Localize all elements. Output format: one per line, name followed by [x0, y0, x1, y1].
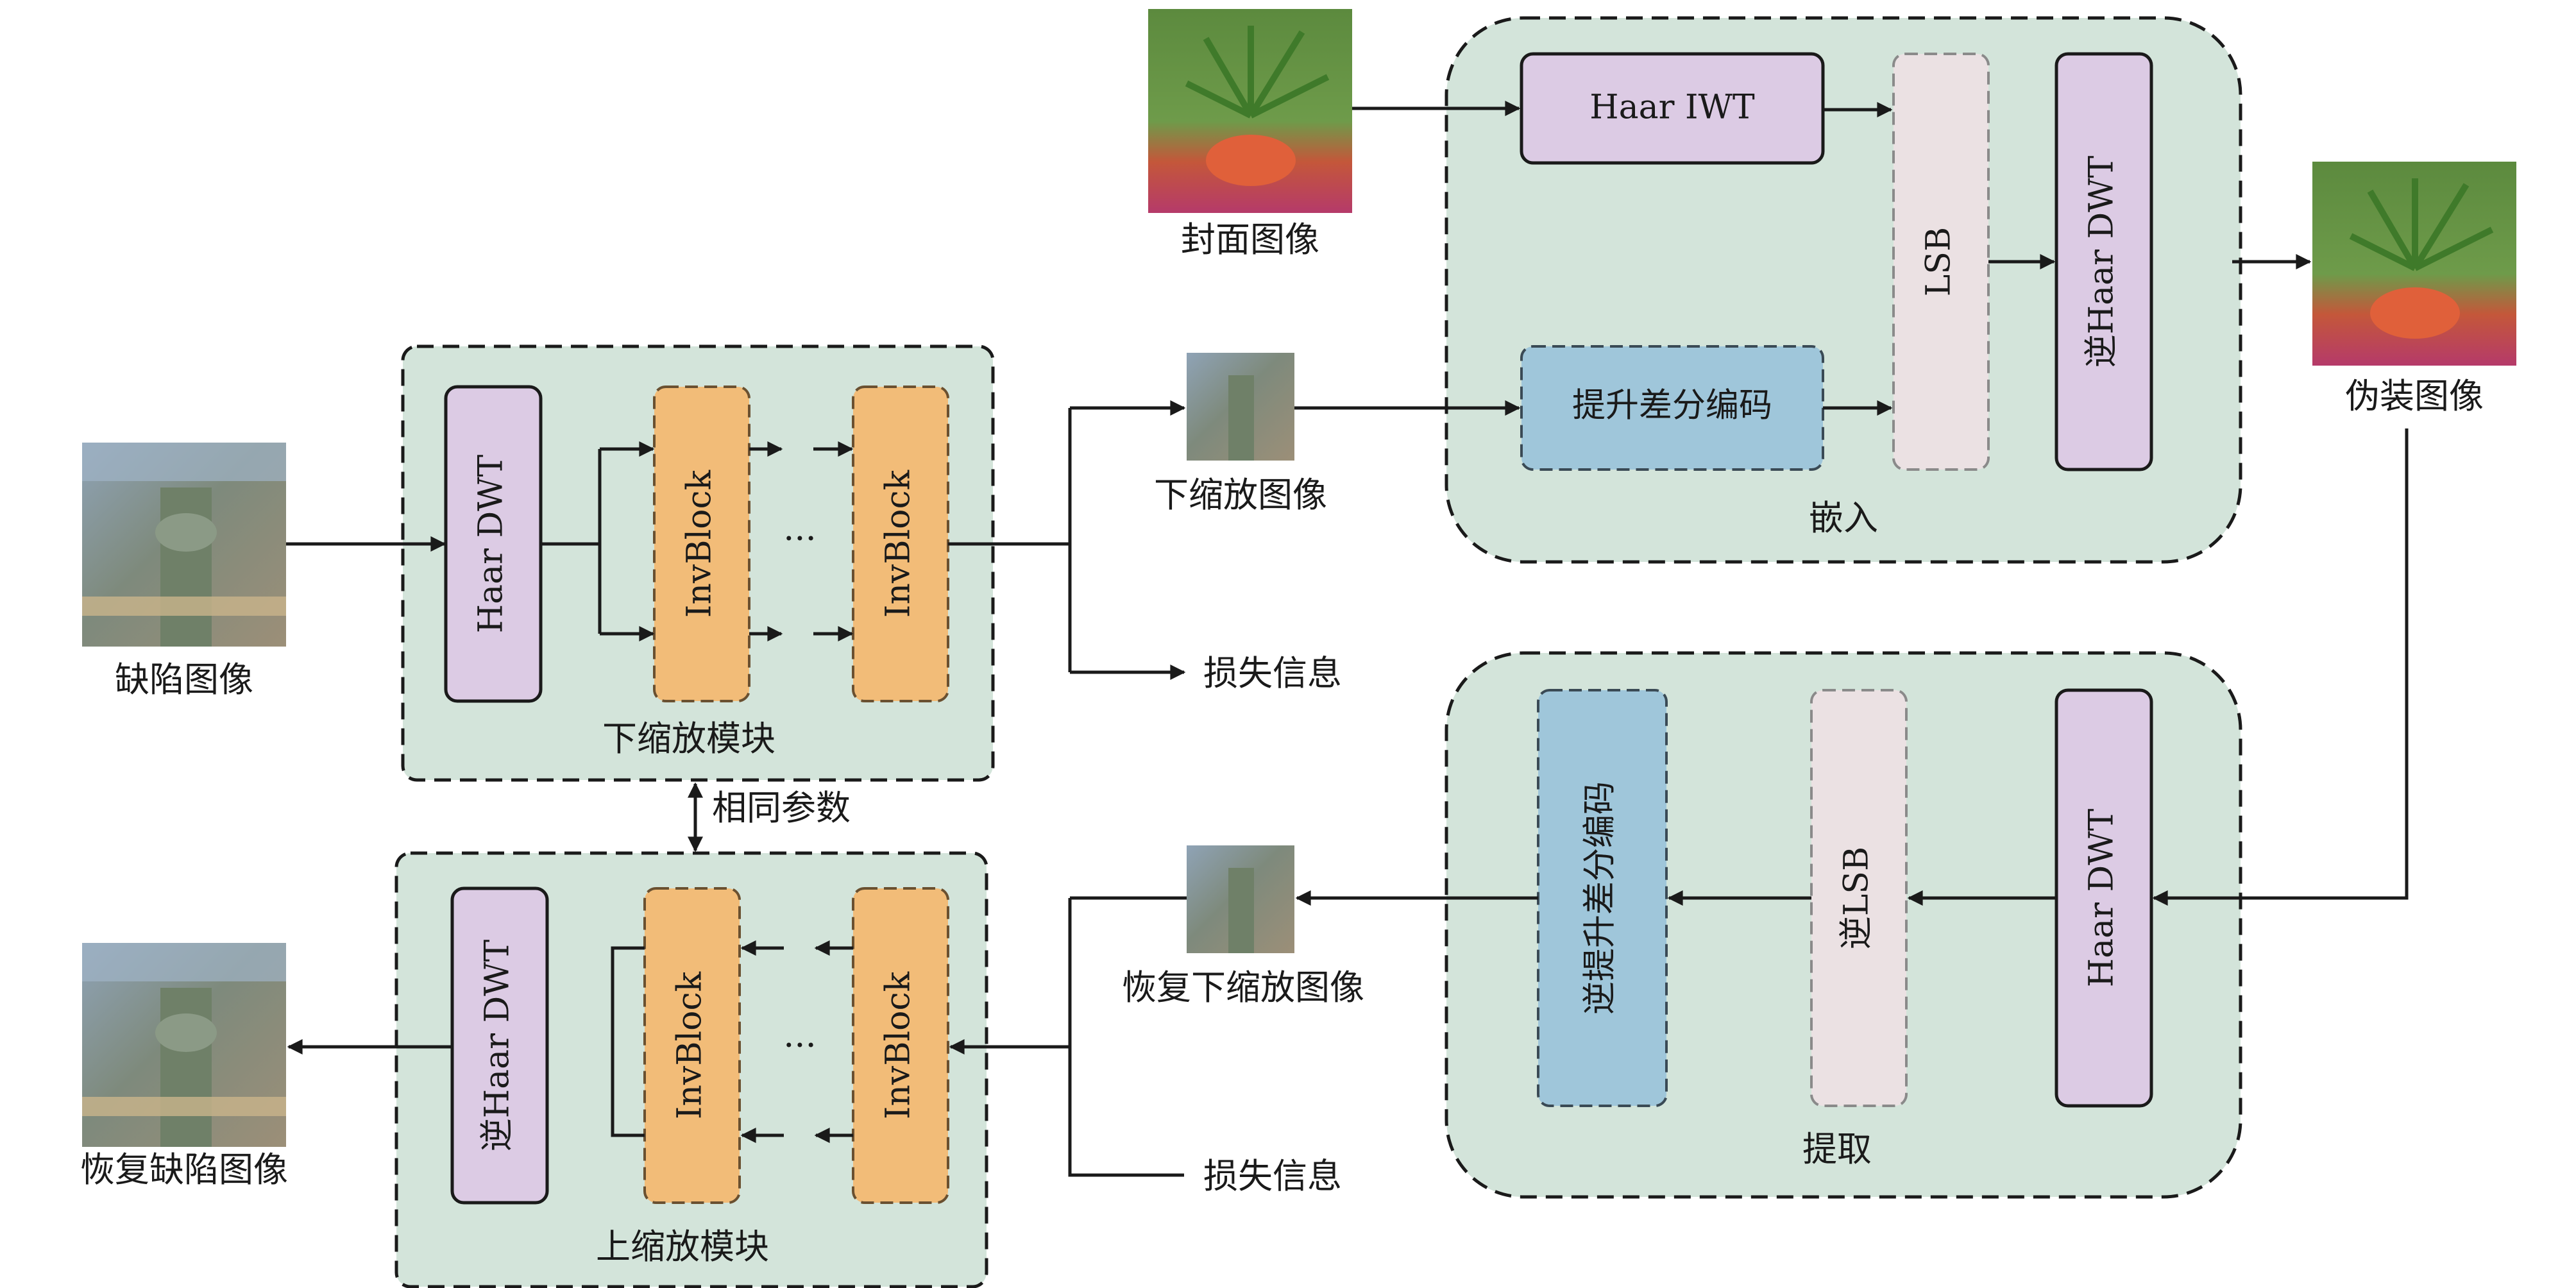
lifting-diff-encode-block: 提升差分编码: [1520, 345, 1824, 471]
restored-defect-image-thumbnail: [82, 943, 286, 1147]
invblock-up-2: InvBlock: [852, 887, 949, 1204]
svg-text:LSB: LSB: [1920, 227, 1958, 296]
invblock-down-1: InvBlock: [653, 386, 750, 702]
invblock-down-2: InvBlock: [852, 386, 949, 702]
restored-defect-image-label: 恢复缺陷图像: [80, 1149, 288, 1190]
lsb-block: LSB: [1892, 53, 1990, 471]
haar-iwt-block: Haar IWT: [1520, 52, 1825, 165]
svg-text:Haar DWT: Haar DWT: [2083, 808, 2121, 987]
invblock-up-1: InvBlock: [643, 887, 741, 1204]
cover-image-thumbnail: [1148, 9, 1352, 213]
haar-dwt-down-block: Haar DWT: [444, 385, 543, 703]
svg-text:InvBlock: InvBlock: [681, 470, 719, 618]
svg-text:Haar DWT: Haar DWT: [472, 454, 511, 633]
downscaled-image-thumbnail: [1187, 353, 1294, 461]
svg-text:InvBlock: InvBlock: [879, 971, 918, 1119]
ellipsis-bottom: ···: [783, 1025, 817, 1065]
stego-image-label: 伪装图像: [2345, 376, 2484, 416]
inv-lifting-diff-encode-block: 逆提升差分编码: [1537, 689, 1668, 1107]
haar-dwt-extract-block: Haar DWT: [2055, 688, 2153, 1108]
same-params-label: 相同参数: [712, 788, 851, 828]
svg-text:InvBlock: InvBlock: [671, 971, 709, 1119]
defect-image-thumbnail: [82, 443, 286, 647]
svg-text:提升差分编码: 提升差分编码: [1572, 387, 1772, 425]
inv-lsb-block: 逆LSB: [1810, 689, 1908, 1107]
embed-label: 嵌入: [1809, 498, 1878, 538]
inv-haar-dwt-up-block: 逆Haar DWT: [450, 886, 549, 1205]
svg-text:Haar IWT: Haar IWT: [1589, 89, 1755, 127]
restored-downscaled-image-thumbnail: [1187, 845, 1294, 953]
extract-label: 提取: [1802, 1129, 1872, 1169]
stego-image-thumbnail: [2312, 162, 2516, 366]
svg-text:逆Haar DWT: 逆Haar DWT: [2083, 155, 2121, 368]
lost-info-bottom-label: 损失信息: [1203, 1156, 1342, 1196]
downscale-module-label: 下缩放模块: [602, 718, 775, 759]
svg-text:逆LSB: 逆LSB: [1838, 847, 1876, 949]
downscaled-image-label: 下缩放图像: [1154, 475, 1327, 515]
svg-text:逆提升差分编码: 逆提升差分编码: [1581, 781, 1620, 1015]
cover-image-label: 封面图像: [1181, 219, 1319, 260]
connectors: [286, 101, 2409, 1177]
upscale-module-label: 上缩放模块: [596, 1226, 769, 1267]
svg-text:逆Haar DWT: 逆Haar DWT: [479, 939, 517, 1151]
inv-haar-dwt-embed-block: 逆Haar DWT: [2055, 52, 2153, 471]
lost-info-top-label: 损失信息: [1203, 653, 1342, 693]
defect-image-label: 缺陷图像: [115, 659, 253, 700]
svg-text:InvBlock: InvBlock: [879, 470, 918, 618]
restored-downscaled-image-label: 恢复下缩放图像: [1122, 967, 1364, 1008]
ellipsis-top: ···: [783, 518, 817, 559]
